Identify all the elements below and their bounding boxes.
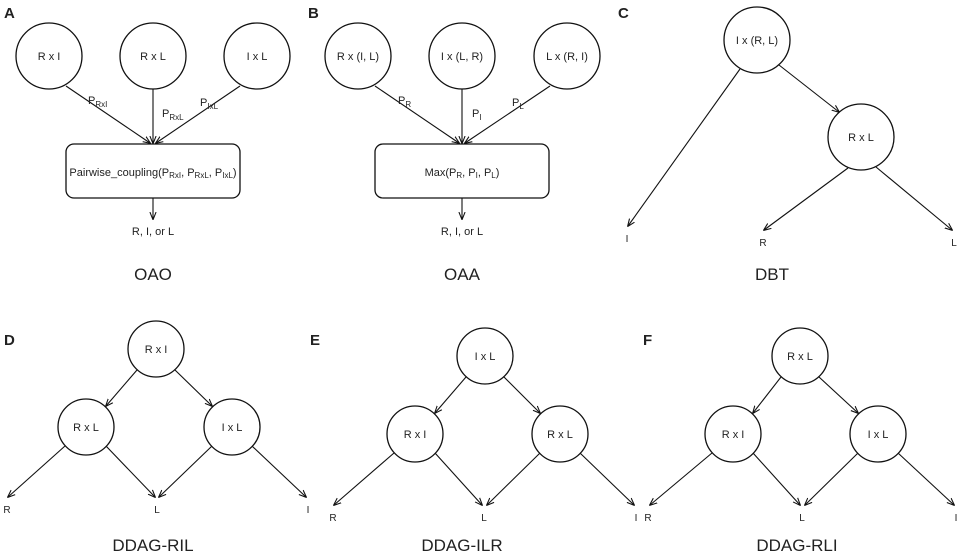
edge-label-a-1: PRxI xyxy=(88,95,107,109)
node-e-right xyxy=(531,405,589,463)
caption-b: OAA xyxy=(444,265,481,284)
node-d-right xyxy=(203,398,261,456)
node-a-3 xyxy=(223,22,291,90)
node-d-top xyxy=(127,320,185,378)
edge-b-3 xyxy=(465,85,551,143)
node-e-right-label: R x L xyxy=(547,429,573,441)
panel-f: F R x L R x I I x L R L I DDAG-RLI xyxy=(643,327,958,555)
edge-label-a-3: PIxL xyxy=(200,97,219,111)
edge-d-5 xyxy=(159,445,213,497)
caption-e: DDAG-ILR xyxy=(421,536,502,555)
panel-a: A R x I R x L I x L PRxI PRxL PIxL Pairw… xyxy=(4,5,291,284)
panel-letter-c: C xyxy=(618,5,629,22)
leaf-f-2: L xyxy=(799,513,805,524)
pairwise-coupling-label: Pairwise_coupling(PRxI, PRxL, PIxL) xyxy=(69,167,236,180)
edge-f-4 xyxy=(752,452,800,505)
node-b-2-label: I x (L, R) xyxy=(441,51,483,63)
leaf-e-2: L xyxy=(481,513,487,524)
edge-d-4 xyxy=(105,445,155,497)
node-d-left xyxy=(57,398,115,456)
edge-e-6 xyxy=(579,452,634,505)
node-a-3-label: I x L xyxy=(247,51,268,63)
node-d-right-label: I x L xyxy=(222,422,243,434)
edge-f-6 xyxy=(897,452,954,505)
node-f-top xyxy=(771,327,829,385)
panel-letter-a: A xyxy=(4,5,15,22)
edge-e-2 xyxy=(503,376,540,413)
panel-letter-b: B xyxy=(308,5,319,22)
leaf-c-2: R xyxy=(759,238,766,249)
node-f-left xyxy=(704,405,762,463)
node-f-left-label: R x I xyxy=(722,429,745,441)
edge-c-4 xyxy=(875,166,952,230)
node-d-top-label: R x I xyxy=(145,344,168,356)
leaf-f-3: I xyxy=(955,513,958,524)
edge-c-1 xyxy=(628,68,741,226)
node-c-1 xyxy=(723,6,791,74)
panel-letter-d: D xyxy=(4,332,15,349)
node-e-top-label: I x L xyxy=(475,351,496,363)
edge-f-3 xyxy=(650,452,713,505)
edge-a-1 xyxy=(65,85,150,143)
output-b: R, I, or L xyxy=(441,226,483,238)
panel-letter-e: E xyxy=(310,332,320,349)
edge-d-6 xyxy=(251,445,306,497)
node-e-left-label: R x I xyxy=(404,429,427,441)
leaf-d-1: R xyxy=(3,505,10,516)
edge-d-3 xyxy=(8,445,66,497)
edge-a-3 xyxy=(156,85,241,143)
caption-f: DDAG-RLI xyxy=(756,536,837,555)
edge-d-2 xyxy=(174,369,212,406)
node-a-1-label: R x I xyxy=(38,51,61,63)
edge-e-3 xyxy=(334,452,395,505)
panel-e: E I x L R x I R x L R L I DDAG-ILR xyxy=(310,327,638,555)
node-b-3 xyxy=(533,22,601,90)
edge-label-b-2: PI xyxy=(472,108,482,122)
edge-label-b-3: PL xyxy=(512,97,524,111)
node-e-top xyxy=(456,327,514,385)
edge-e-5 xyxy=(487,452,541,505)
node-e-left xyxy=(386,405,444,463)
node-b-1 xyxy=(324,22,392,90)
node-c-1-label: I x (R, L) xyxy=(736,35,778,47)
node-b-1-label: R x (I, L) xyxy=(337,51,379,63)
edge-c-3 xyxy=(764,167,849,230)
node-a-1 xyxy=(15,22,83,90)
caption-d: DDAG-RIL xyxy=(112,536,193,555)
leaf-d-3: I xyxy=(307,505,310,516)
node-f-top-label: R x L xyxy=(787,351,813,363)
leaf-c-3: L xyxy=(951,238,957,249)
panel-letter-f: F xyxy=(643,332,652,349)
edge-b-1 xyxy=(374,85,459,143)
max-label: Max(PR, PI, PL) xyxy=(425,167,500,180)
node-c-2-label: R x L xyxy=(848,132,874,144)
leaf-e-3: I xyxy=(635,513,638,524)
panel-c: C I x (R, L) R x L I R L DBT xyxy=(618,5,957,284)
leaf-f-1: R xyxy=(644,513,651,524)
caption-a: OAO xyxy=(134,265,172,284)
output-a: R, I, or L xyxy=(132,226,174,238)
node-d-left-label: R x L xyxy=(73,422,99,434)
caption-c: DBT xyxy=(755,265,789,284)
node-a-2-label: R x L xyxy=(140,51,166,63)
panel-d: D R x I R x L I x L R L I DDAG-RIL xyxy=(3,320,310,555)
leaf-e-1: R xyxy=(329,513,336,524)
edge-f-1 xyxy=(753,376,782,413)
edge-d-1 xyxy=(106,369,138,406)
leaf-d-2: L xyxy=(154,505,160,516)
node-f-right xyxy=(849,405,907,463)
edge-e-4 xyxy=(434,452,482,505)
edge-label-a-2: PRxL xyxy=(162,108,184,122)
edge-f-2 xyxy=(818,376,858,413)
edge-e-1 xyxy=(435,376,467,413)
node-f-right-label: I x L xyxy=(868,429,889,441)
edge-label-b-1: PR xyxy=(398,95,411,109)
node-c-2 xyxy=(827,103,895,171)
node-b-3-label: L x (R, I) xyxy=(546,51,588,63)
edge-f-5 xyxy=(805,452,859,505)
leaf-c-1: I xyxy=(626,234,629,245)
edge-c-2 xyxy=(778,64,839,112)
panel-b: B R x (I, L) I x (L, R) L x (R, I) PR PI… xyxy=(308,5,601,284)
